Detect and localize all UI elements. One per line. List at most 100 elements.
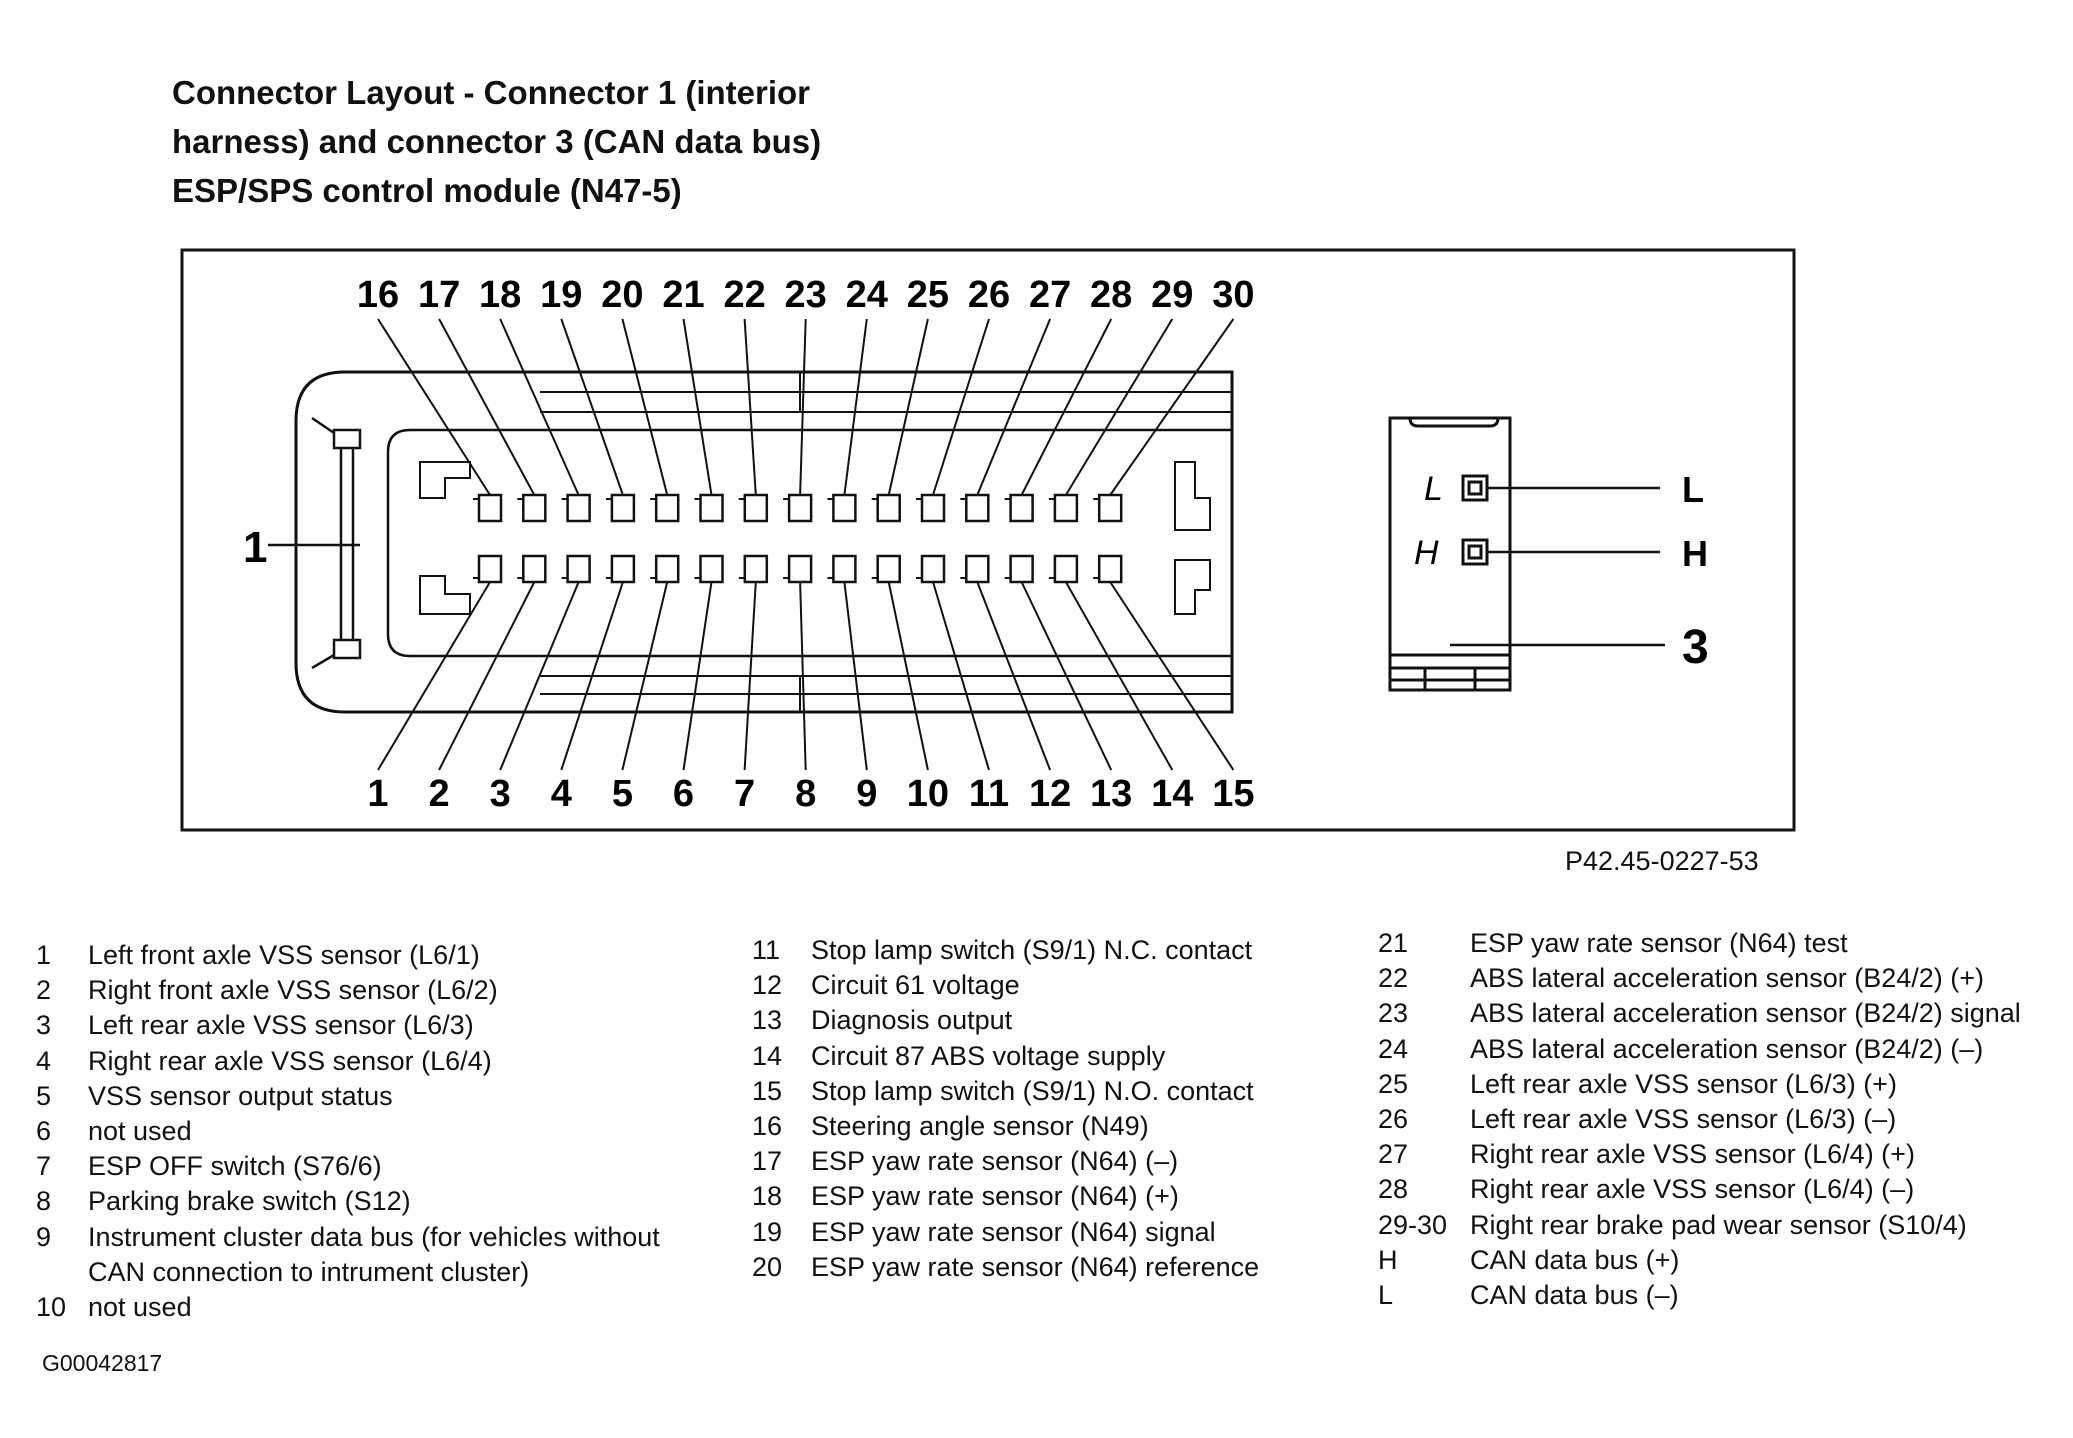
legend-pin-description: ABS lateral acceleration sensor (B24/2) … (1470, 1033, 1984, 1064)
legend-pin-number: 18 (752, 1181, 783, 1212)
pin-number-top: 28 (1090, 274, 1132, 316)
legend-pin-description: Left rear axle VSS sensor (L6/3) (88, 1010, 474, 1041)
legend-pin-description: ESP yaw rate sensor (N64) (+) (811, 1181, 1179, 1212)
legend-pin-description: Left rear axle VSS sensor (L6/3) (+) (1470, 1068, 1897, 1099)
pin-number-bottom: 1 (367, 773, 388, 815)
pin-number-top: 29 (1151, 274, 1193, 316)
legend-pin-number: 27 (1378, 1139, 1409, 1170)
pin-leader-line (743, 318, 757, 496)
connector3-pin-h-inner-label: H (1414, 534, 1439, 572)
legend-pin-number: 21 (1378, 928, 1409, 958)
pin-well-bottom (654, 554, 680, 584)
pin-well-top (832, 493, 857, 523)
connector3-pin-l (1461, 474, 1489, 502)
legend-pin-number: 20 (752, 1251, 783, 1282)
pin-well-bottom (965, 554, 990, 584)
pin-well-top (787, 493, 813, 523)
pin-well-top (610, 493, 636, 523)
pin-number-top: 19 (540, 274, 582, 316)
legend-pin-number: 12 (752, 970, 783, 1001)
title-line: harness) and connector 3 (CAN data bus) (172, 123, 822, 160)
legend-pin-number: 10 (36, 1292, 67, 1322)
pin-number-bottom: 15 (1212, 773, 1254, 815)
pin-leader-line (887, 318, 929, 496)
pin-well-top (1009, 493, 1034, 523)
legend-pin-number: 15 (752, 1075, 783, 1106)
pin-number-bottom: 10 (907, 773, 949, 815)
pin-well-top (654, 493, 680, 523)
pin-number-bottom: 7 (734, 773, 755, 815)
legend-pin-description: ESP yaw rate sensor (N64) signal (811, 1216, 1216, 1247)
pin-well-bottom (566, 554, 591, 584)
legend-pin-number: 13 (752, 1005, 783, 1036)
pin-leader-line (843, 581, 868, 771)
pin-leader-line (932, 581, 990, 771)
legend-pin-number: 26 (1378, 1104, 1409, 1134)
legend-pin-number: 17 (752, 1146, 783, 1177)
title-line: Connector Layout - Connector 1 (interior (172, 74, 811, 111)
legend-pin-number: 11 (752, 935, 781, 965)
pin-number-top: 18 (479, 274, 521, 316)
pin-leader-line (1020, 318, 1113, 496)
connector3-housing (1388, 416, 1512, 692)
pin-leader-line (682, 318, 713, 496)
pin-number-top: 25 (907, 274, 949, 316)
pin-leader-line (976, 581, 1052, 771)
legend-pin-number: 8 (36, 1186, 52, 1217)
pin-leader-line (682, 581, 713, 771)
pin-well-bottom (477, 554, 503, 584)
pin-leader-line (499, 318, 580, 496)
legend-pin-description: Right front axle VSS sensor (L6/2) (88, 975, 498, 1006)
legend-pin-number: L (1378, 1280, 1394, 1310)
pin-number-top: 16 (357, 274, 399, 316)
connector1-body (386, 428, 1234, 658)
connector1-leaders: 1611721831942052162272382492510261127122… (357, 274, 1255, 815)
legend-pin-number: 7 (36, 1151, 52, 1182)
pin-leader-line (887, 581, 929, 771)
pin-number-top: 17 (418, 274, 460, 316)
legend-pin-description: not used (88, 1292, 192, 1322)
legend-pin-description: Left front axle VSS sensor (L6/1) (88, 940, 480, 970)
legend-pin-number: 28 (1378, 1174, 1409, 1205)
pin-number-bottom: 14 (1151, 773, 1193, 815)
pin-well-bottom (920, 554, 946, 584)
pin-well-top (1097, 493, 1123, 523)
legend-pin-number: 23 (1378, 998, 1409, 1029)
pin-number-bottom: 12 (1029, 773, 1071, 815)
pin-number-top: 23 (785, 274, 827, 316)
legend-pin-description: ESP yaw rate sensor (N64) test (1470, 928, 1848, 958)
legend-pin-description: CAN data bus (–) (1470, 1280, 1679, 1310)
pin-leader-line (1109, 318, 1235, 496)
legend-pin-description: Parking brake switch (S12) (88, 1186, 411, 1217)
pin-number-top: 24 (846, 274, 888, 316)
pin-number-bottom: 4 (551, 773, 572, 815)
pin-well-top (566, 493, 591, 523)
pin-well-top (743, 493, 769, 523)
legend-pin-description: Stop lamp switch (S9/1) N.C. contact (811, 935, 1253, 965)
pin-leader-line (377, 318, 491, 496)
legend-pin-description: ESP yaw rate sensor (N64) reference (811, 1251, 1260, 1282)
pin-leader-line (743, 581, 757, 771)
legend-pin-description: Right rear axle VSS sensor (L6/4) (88, 1045, 492, 1076)
pin-well-bottom (1009, 554, 1034, 584)
connector3-pin-l-label: L (1682, 469, 1704, 510)
pin-number-top: 30 (1212, 274, 1254, 316)
legend-pin-description: ABS lateral acceleration sensor (B24/2) … (1470, 963, 1984, 994)
legend-pin-number: 1 (36, 940, 52, 970)
legend-pin-description: ESP yaw rate sensor (N64) (–) (811, 1146, 1179, 1177)
connector1-rails (419, 371, 1232, 713)
legend-pin-number: 6 (36, 1116, 52, 1146)
legend-pin-number: H (1378, 1244, 1398, 1275)
legend-pin-number: 9 (36, 1221, 52, 1252)
pin-leader-line (1020, 581, 1113, 771)
pin-leader-line (799, 318, 807, 496)
pin-leader-line (621, 581, 669, 771)
reference-code: P42.45-0227-53 (1565, 846, 1759, 876)
pin-well-bottom (522, 554, 547, 584)
pin-number-bottom: 13 (1090, 773, 1132, 815)
connector3-pin-l-inner-label: L (1424, 470, 1443, 508)
pin-number-top: 26 (968, 274, 1010, 316)
legend-pin-number: 25 (1378, 1068, 1409, 1099)
legend-pin-description: Steering angle sensor (N49) (811, 1111, 1149, 1141)
